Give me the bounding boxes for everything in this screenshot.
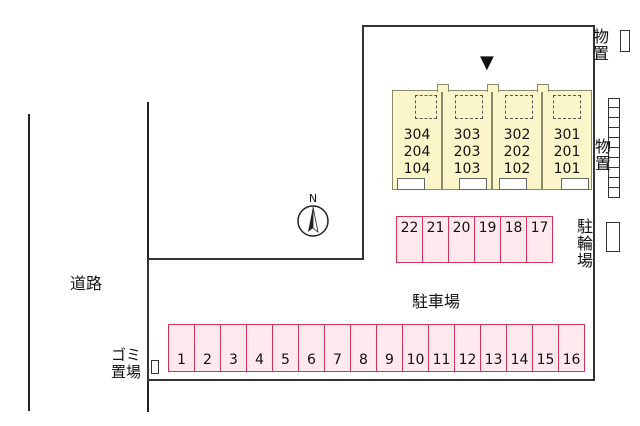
room-number: 203 [453,144,481,160]
entrance-marker: ▼ [480,52,494,73]
parking-space: 21 [422,216,449,263]
parking-space: 18 [500,216,527,263]
parking-space: 5 [272,324,299,372]
room-number: 302 [503,127,531,143]
parking-space: 8 [350,324,377,372]
room-number: 201 [553,144,581,160]
room-number: 204 [403,144,431,160]
parking-space: 22 [396,216,423,263]
room-number: 303 [453,127,481,143]
parking-space: 2 [194,324,221,372]
road-edge-right [147,102,149,412]
storage-shed-top [620,30,630,52]
bicycle-rack [606,222,620,252]
parking-space: 6 [298,324,325,372]
parking-space: 13 [480,324,507,372]
parking-lot-label: 駐車場 [412,292,461,311]
parking-space: 11 [428,324,455,372]
road-edge-left [28,114,30,411]
parking-space: 14 [506,324,533,372]
compass-letter: N [308,192,318,205]
parking-space: 20 [448,216,475,263]
parking-space: 9 [376,324,403,372]
parking-space: 12 [454,324,481,372]
room-number: 101 [553,161,581,177]
room-number: 103 [453,161,481,177]
road-label: 道路 [70,274,103,293]
room-number: 202 [503,144,531,160]
room-number: 104 [403,161,431,177]
parking-space: 4 [246,324,273,372]
bicycle-parking-label: 駐輪場 [576,217,593,270]
storage-top-label: 物置 [592,27,609,63]
room-number: 301 [553,127,581,143]
garbage-area-label: ゴミ置場 [110,346,141,381]
garbage-box [151,360,159,374]
storage-side-label: 物置 [594,137,611,173]
room-number: 102 [503,161,531,177]
room-number: 304 [403,127,431,143]
storage-side-column [608,98,620,198]
parking-space: 17 [526,216,553,263]
parking-space: 7 [324,324,351,372]
parking-space: 1 [168,324,195,372]
parking-space: 16 [558,324,585,372]
north-arrow-icon: N [296,192,330,238]
parking-space: 15 [532,324,559,372]
parking-space: 10 [402,324,429,372]
parking-space: 19 [474,216,501,263]
parking-space: 3 [220,324,247,372]
